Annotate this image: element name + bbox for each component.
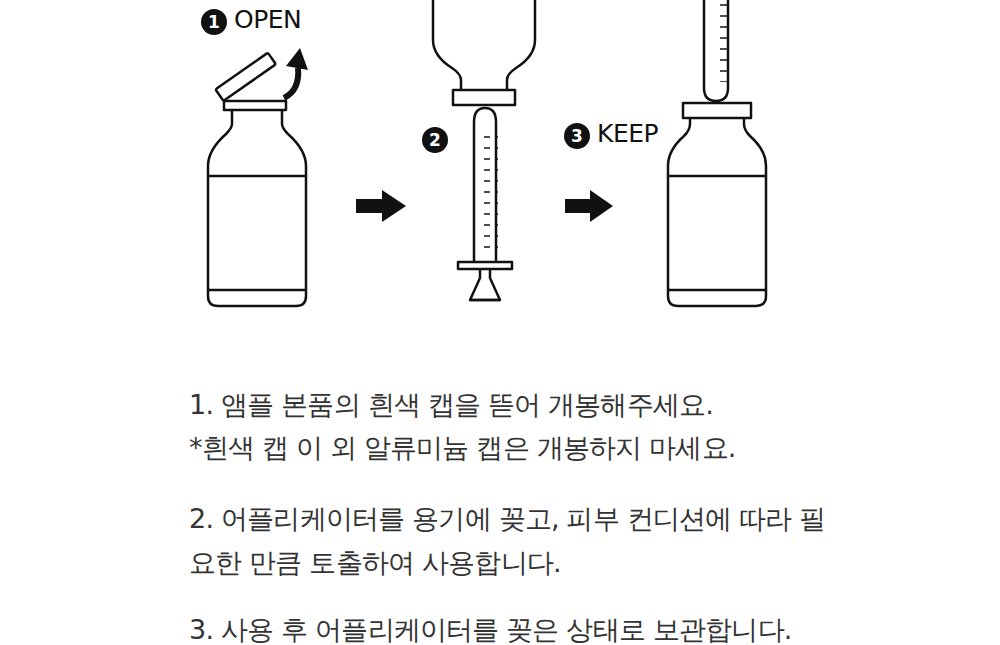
graduation-ticks bbox=[484, 128, 498, 252]
callout-number: 2 bbox=[422, 127, 448, 153]
step-label: OPEN bbox=[234, 5, 301, 34]
open-arrow bbox=[284, 68, 298, 98]
ampoule-open bbox=[208, 53, 306, 306]
ampoule-inverted bbox=[433, 0, 535, 300]
step-label: KEEP bbox=[597, 119, 658, 148]
instruction-text: 3. 사용 후 어플리케이터를 꽂은 상태로 보관합니다. bbox=[189, 608, 792, 645]
instruction-text: 1. 앰플 본품의 흰색 캡을 뜯어 개봉해주세요. bbox=[189, 383, 713, 427]
ampoule-kept bbox=[668, 0, 766, 306]
note-text: *흰색 캡 이 외 알류미늄 캡은 개봉하지 마세요. bbox=[189, 426, 736, 470]
callout-number: 3 bbox=[564, 123, 590, 149]
graduation-ticks bbox=[715, 0, 729, 82]
callout-number: 1 bbox=[201, 9, 227, 35]
step-arrow bbox=[356, 190, 406, 222]
step-arrow bbox=[565, 190, 613, 222]
instruction-text: 2. 어플리케이터를 용기에 꽂고, 피부 컨디션에 따라 필요한 만큼 토출하… bbox=[189, 497, 829, 585]
open-arrow-head bbox=[286, 48, 308, 70]
